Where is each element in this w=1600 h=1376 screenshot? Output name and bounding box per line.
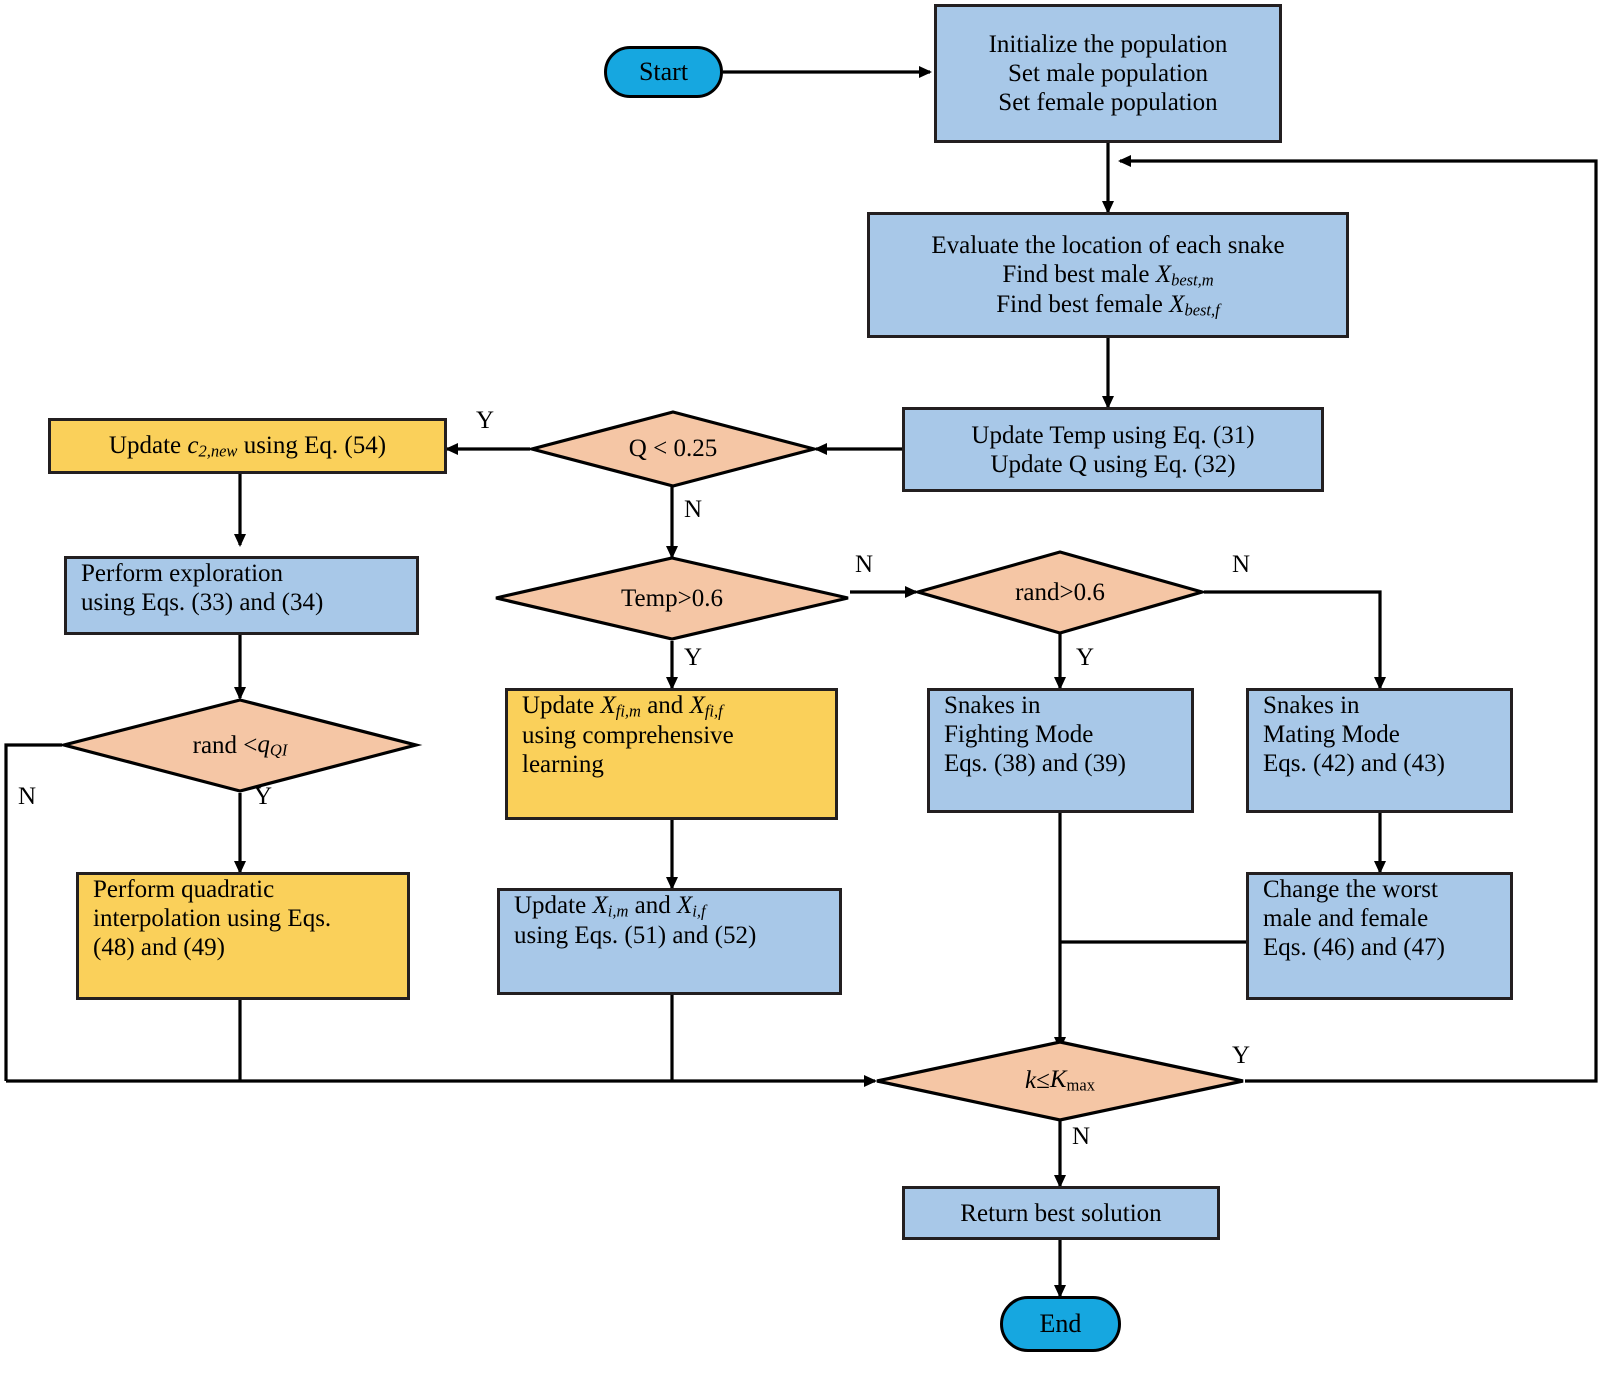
node-update-xfi-comprehensive[interactable]: Update Xfi,m and Xfi,f using comprehensi…	[505, 688, 838, 820]
node-exploration-line-2: using Eqs. (33) and (34)	[81, 589, 324, 616]
node-end-label: End	[1039, 1309, 1082, 1338]
node-update-c2new-label: Update c2,new using Eq. (54)	[108, 432, 387, 461]
node-evaluate-line-3: Find best female Xbest,f	[996, 290, 1220, 320]
node-snakes-mating-mode[interactable]: Snakes in Mating Mode Eqs. (42) and (43)	[1246, 688, 1513, 813]
node-update-temp-line-1: Update Temp using Eq. (31)	[971, 421, 1255, 449]
node-initialize-population[interactable]: Initialize the population Set male popul…	[934, 4, 1282, 143]
node-initialize-line-1: Initialize the population	[988, 31, 1228, 58]
node-update-xfi-line-1: Update Xfi,m and Xfi,f	[522, 692, 723, 721]
node-update-c2new[interactable]: Update c2,new using Eq. (54)	[48, 418, 447, 474]
node-end[interactable]: End	[1000, 1296, 1121, 1352]
edge-label-k-no: N	[1072, 1123, 1091, 1150]
edge-label-q-no: N	[684, 496, 703, 523]
node-snakes-fighting-mode[interactable]: Snakes in Fighting Mode Eqs. (38) and (3…	[927, 688, 1194, 813]
node-update-temp-q[interactable]: Update Temp using Eq. (31) Update Q usin…	[902, 407, 1324, 492]
node-update-xi-eqs[interactable]: Update Xi,m and Xi,f using Eqs. (51) and…	[497, 888, 842, 995]
node-decision-q-lt-025[interactable]: Q < 0.25	[525, 410, 821, 488]
edge-label-qi-no: N	[18, 783, 37, 810]
edge-label-temp-no: N	[855, 551, 874, 578]
edge-label-rand-yes: Y	[1076, 644, 1095, 671]
node-mating-line-2: Mating Mode	[1263, 721, 1400, 748]
node-update-xi-line-1: Update Xi,m and Xi,f	[514, 892, 706, 921]
node-update-xi-line-2: using Eqs. (51) and (52)	[514, 921, 757, 949]
edge-label-k-yes: Y	[1232, 1042, 1251, 1069]
diamond-shape-temp	[495, 556, 849, 641]
edge-rand-no-to-mating	[1204, 590, 1386, 690]
node-quadratic-line-2: interpolation using Eqs.	[93, 905, 332, 932]
edge-label-q-yes: Y	[476, 407, 495, 434]
node-exploration-line-1: Perform exploration	[81, 560, 284, 587]
node-start[interactable]: Start	[604, 46, 723, 98]
edge-label-rand-no: N	[1232, 551, 1251, 578]
edge-label-temp-yes: Y	[684, 644, 703, 671]
diamond-shape-q	[525, 410, 821, 488]
node-decision-rand-gt-06[interactable]: rand>0.6	[912, 550, 1208, 635]
node-update-xfi-line-2: using comprehensive	[522, 721, 734, 749]
node-changeworst-line-3: Eqs. (46) and (47)	[1263, 934, 1445, 961]
node-initialize-line-3: Set female population	[998, 89, 1218, 116]
node-fighting-line-1: Snakes in	[944, 692, 1041, 719]
node-change-worst[interactable]: Change the worst male and female Eqs. (4…	[1246, 872, 1513, 1000]
node-update-xfi-line-3: learning	[522, 750, 604, 778]
diamond-shape-rand	[912, 550, 1208, 635]
node-perform-quadratic-interpolation[interactable]: Perform quadratic interpolation using Eq…	[76, 872, 410, 1000]
node-update-temp-line-2: Update Q using Eq. (32)	[990, 450, 1236, 478]
edge-label-qi-yes: Y	[254, 783, 273, 810]
diamond-shape-randqi	[57, 698, 423, 793]
node-return-label: Return best solution	[960, 1199, 1162, 1227]
node-changeworst-line-2: male and female	[1263, 905, 1429, 932]
node-evaluate-location[interactable]: Evaluate the location of each snake Find…	[867, 212, 1349, 338]
edge-randqi-no-left	[4, 743, 62, 1081]
node-quadratic-line-1: Perform quadratic	[93, 876, 275, 903]
diamond-shape-kmax	[876, 1040, 1244, 1122]
edge-k-yes-loopback	[1118, 155, 1598, 1083]
node-initialize-line-2: Set male population	[1008, 60, 1208, 87]
node-perform-exploration[interactable]: Perform exploration using Eqs. (33) and …	[64, 556, 419, 635]
node-mating-line-1: Snakes in	[1263, 692, 1360, 719]
node-evaluate-line-2: Find best male Xbest,m	[1002, 260, 1214, 290]
node-evaluate-line-1: Evaluate the location of each snake	[931, 231, 1285, 259]
node-decision-rand-lt-qqi[interactable]: rand < qQI	[57, 698, 423, 793]
node-decision-temp-gt-06[interactable]: Temp>0.6	[494, 556, 850, 641]
node-start-label: Start	[638, 57, 689, 86]
node-fighting-line-3: Eqs. (38) and (39)	[944, 750, 1126, 777]
node-changeworst-line-1: Change the worst	[1263, 876, 1438, 903]
node-quadratic-line-3: (48) and (49)	[93, 934, 225, 961]
node-decision-k-le-kmax[interactable]: k ≤ Kmax	[875, 1040, 1245, 1122]
node-return-best-solution[interactable]: Return best solution	[902, 1186, 1220, 1240]
node-mating-line-3: Eqs. (42) and (43)	[1263, 750, 1445, 777]
node-fighting-line-2: Fighting Mode	[944, 721, 1094, 748]
